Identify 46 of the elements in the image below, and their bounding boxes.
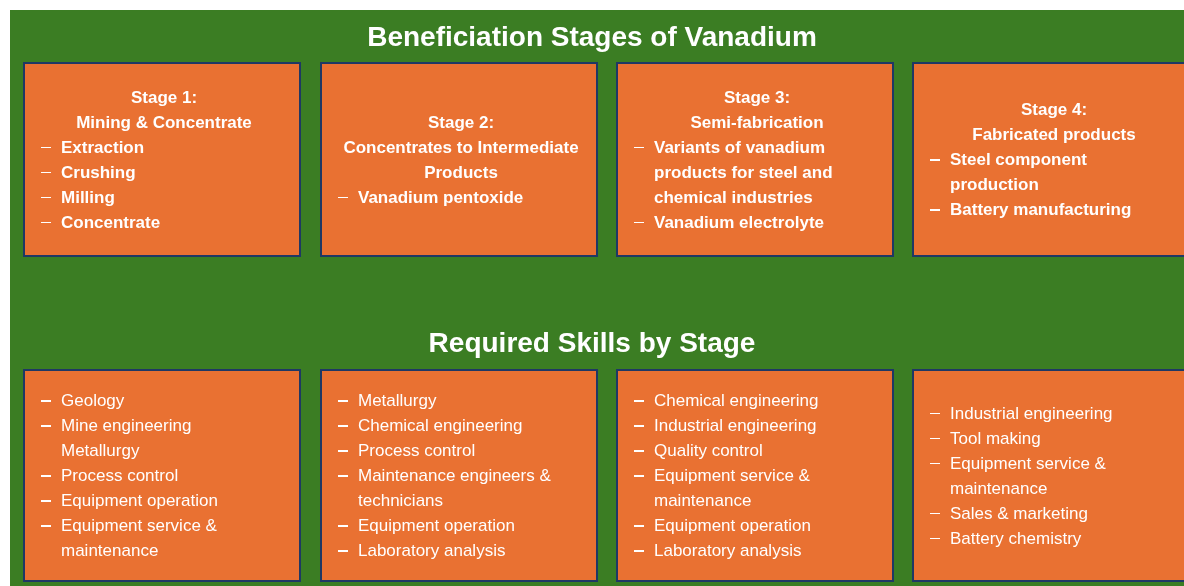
stage-box bbox=[912, 62, 1184, 257]
section-heading: Required Skills by Stage bbox=[427, 326, 757, 360]
list-item: Industrial engineering bbox=[950, 403, 1113, 423]
list-item: Mine engineering bbox=[61, 416, 192, 435]
list-item: Process control bbox=[358, 441, 476, 460]
stage-box bbox=[616, 62, 894, 257]
stage-heading: Stage 2: Concentrates to Intermediate Products bbox=[342, 111, 580, 184]
skills-box bbox=[616, 369, 894, 582]
list-item: Equipment operation bbox=[61, 491, 218, 510]
list-item: Sales & marketing bbox=[950, 503, 1088, 523]
list-item: Chemical engineering bbox=[654, 391, 819, 410]
skills-box bbox=[912, 369, 1184, 582]
list-item: Battery chemistry bbox=[950, 528, 1082, 548]
list-item: Vanadium electrolyte bbox=[654, 212, 825, 232]
stage-heading: Stage 3: Semi-fabrication bbox=[689, 86, 825, 134]
list-item: Quality control bbox=[654, 441, 763, 460]
stage-heading: Stage 1: Mining & Concentrate bbox=[75, 86, 253, 134]
list-item: Extraction bbox=[61, 137, 145, 157]
list-item: Variants of vanadium products for steel and chemical industries bbox=[654, 137, 833, 207]
skills-box bbox=[320, 369, 598, 582]
list-item: Tool making bbox=[950, 428, 1041, 448]
title: Beneficiation Stages of Vanadium bbox=[366, 20, 818, 54]
list-item: Laboratory analysis bbox=[358, 541, 506, 560]
list-item: Geology bbox=[61, 391, 125, 410]
list-item: Battery manufacturing bbox=[950, 200, 1132, 219]
list-item: Milling bbox=[61, 187, 115, 207]
list-item: Equipment operation bbox=[358, 516, 515, 535]
list-item: Steel component production bbox=[950, 150, 1087, 194]
list-item: Equipment service & maintenance bbox=[61, 516, 217, 560]
list-item: Process control bbox=[61, 466, 179, 485]
skills-box bbox=[23, 369, 301, 582]
list-item: Metallurgy bbox=[61, 441, 140, 460]
list-item: Chemical engineering bbox=[358, 416, 523, 435]
list-item: Equipment service & maintenance bbox=[950, 453, 1106, 498]
stage-heading: Stage 4: Fabricated products bbox=[971, 99, 1137, 146]
list-item: Laboratory analysis bbox=[654, 541, 802, 560]
stage-box bbox=[320, 62, 598, 257]
list-item: Equipment service & maintenance bbox=[654, 466, 810, 510]
list-item: Industrial engineering bbox=[654, 416, 817, 435]
list-item: Crushing bbox=[61, 162, 136, 182]
list-item: Equipment operation bbox=[654, 516, 811, 535]
stage-box bbox=[23, 62, 301, 257]
list-item: Concentrate bbox=[61, 212, 161, 232]
list-item: Maintenance engineers & technicians bbox=[358, 466, 551, 510]
list-item: Metallurgy bbox=[358, 391, 437, 410]
list-item: Vanadium pentoxide bbox=[358, 187, 524, 207]
